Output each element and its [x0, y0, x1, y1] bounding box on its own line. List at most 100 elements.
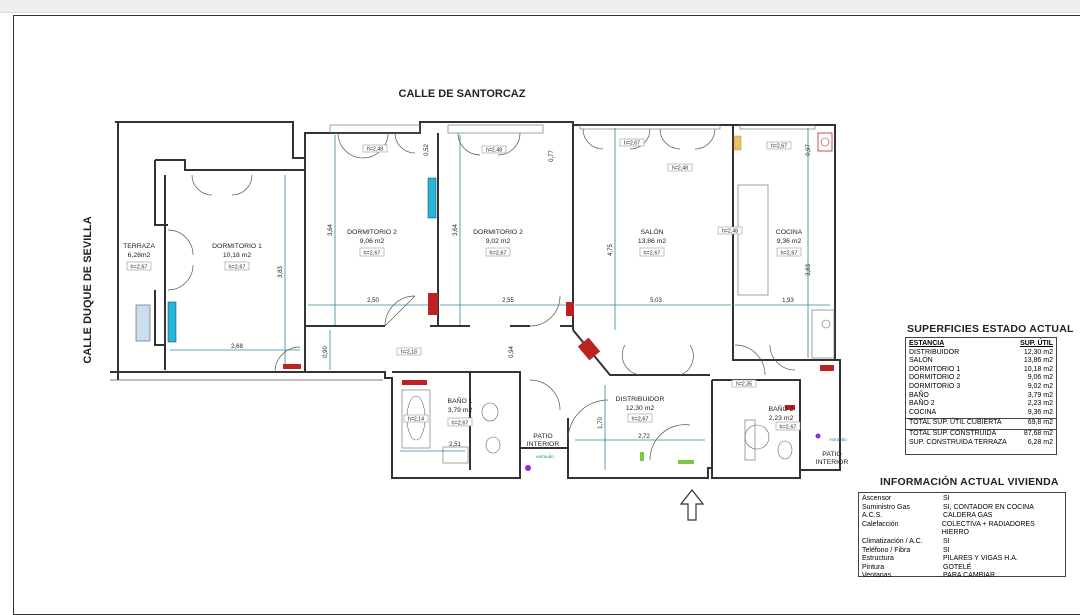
dim-label: 0,97 [806, 144, 812, 156]
top-browser-strip [0, 0, 1080, 13]
row-value: 13,86 m2 [1023, 357, 1053, 365]
row-value: 69,8 m2 [1027, 419, 1053, 427]
dim-label: 0,52 [424, 144, 430, 156]
dim-label: 3,83 [806, 264, 812, 276]
dim-label: 4,75 [608, 244, 614, 256]
row-value: SI [943, 546, 950, 554]
dim-label: 0,90 [323, 346, 329, 358]
table-row: Ascensor SI [862, 495, 1062, 504]
room-distribuidor-height: h=2,67 [632, 417, 649, 423]
room-bano2-name: BAÑO 2 [769, 404, 794, 413]
row-value: 87,68 m2 [1023, 429, 1053, 437]
height-tag: h=2,48 [367, 147, 383, 153]
superficies-title: SUPERFICIES ESTADO ACTUAL [907, 323, 1074, 335]
col-estancia: ESTANCIA [909, 340, 945, 347]
room-dormitorio2a-name: DORMITORIO 2 [347, 229, 397, 236]
dim-label: 3,64 [328, 224, 334, 236]
row-key: COCINA [909, 408, 937, 416]
room-terraza-name: TERRAZA [123, 243, 155, 250]
height-tag: h=2,48 [722, 229, 738, 235]
row-value: 3,79 m2 [1027, 391, 1053, 399]
row-key: Teléfono / Fibra [862, 546, 911, 554]
row-value: SI, CONTADOR EN COCINA [943, 503, 1034, 511]
dim-label: 3,64 [453, 224, 459, 236]
height-tag: h=2,18 [401, 350, 417, 356]
row-key: SUP. CONSTRUIDA TERRAZA [909, 438, 1007, 446]
patio-right-line1: PATIO [822, 451, 841, 458]
row-key: TOTAL SUP. ÚTIL CUBIERTA [909, 419, 1002, 427]
row-key: Ascensor [862, 495, 892, 502]
height-tag: h=2,48 [672, 166, 688, 172]
row-key: DORMITORIO 2 [909, 374, 961, 382]
street-left-label: CALLE DUQUE DE SEVILLA [82, 216, 94, 363]
room-terraza-height: h=2,67 [131, 265, 148, 271]
row-value: 12,30 m2 [1023, 348, 1053, 356]
room-distribuidor-name: DISTRIBUIDOR [616, 396, 665, 403]
extr-note-left: extraudo [536, 454, 554, 459]
row-key: Ventanas [862, 572, 892, 580]
row-key: Suministro Gas [862, 503, 910, 511]
room-bano2-area: 2,23 m2 [769, 415, 794, 422]
row-key: Calefacción [862, 520, 899, 528]
room-bano1-height: h=2,67 [452, 421, 469, 427]
patio-left-line1: PATIO [533, 433, 552, 440]
row-key: DISTRIBUIDOR [909, 348, 960, 356]
room-bano1-name: BAÑO 1 [448, 396, 473, 405]
fixtures [401, 132, 835, 471]
informacion-title: INFORMACIÓN ACTUAL VIVIENDA [880, 476, 1059, 488]
row-key: TOTAL SUP. CONSTRUIDA [909, 429, 997, 437]
radiators [283, 293, 834, 410]
entrance-arrow-icon [679, 489, 705, 521]
table-row: Calefacción COLECTIVA + RADIADORES HIERRO [862, 521, 1062, 538]
row-value: PILARES Y VIGAS H.A. [943, 555, 1018, 563]
room-cocina-name: COCINA [776, 229, 803, 236]
table-row: A.C.S.CALDERA GAS [862, 512, 1062, 521]
room-dormitorio2b-area: 9,02 m2 [486, 238, 511, 245]
ac-units [135, 177, 437, 343]
room-distribuidor-area: 12,30 m2 [626, 405, 655, 412]
room-dormitorio2b-height: h=2,67 [490, 251, 507, 257]
room-terraza-area: 6,28m2 [128, 252, 151, 259]
divider [906, 418, 1056, 420]
row-value: COLECTIVA + RADIADORES HIERRO [941, 520, 1035, 537]
table-row: Ventanas PARA CAMBIAR [862, 572, 1062, 581]
row-key: DORMITORIO 1 [909, 365, 961, 373]
height-tag: h=2,35 [736, 382, 752, 388]
row-value: PARA CAMBIAR [943, 572, 995, 580]
patio-left-line2: INTERIOR [527, 441, 560, 448]
room-cocina-height: h=2,67 [781, 251, 798, 257]
table-row: Climatización / A.C. SI [862, 538, 1062, 547]
room-dormitorio2a-height: h=2,67 [364, 251, 381, 257]
table-row: DISTRIBUIDOR 12,30 m2 [909, 349, 1053, 358]
room-dormitorio2b-name: DORMITORIO 2 [473, 229, 523, 236]
dim-label: 1,93 [782, 298, 794, 304]
total-row: TOTAL SUP. ÚTIL CUBIERTA 69,8 m2 [909, 419, 1053, 428]
row-key: SALÓN [909, 357, 933, 365]
dim-label: 2,72 [638, 434, 650, 440]
dimension-lines [170, 128, 830, 470]
row-key: BAÑO [909, 391, 929, 399]
row-key: Pintura [862, 563, 885, 571]
superficies-header: ESTANCIA SUP. ÚTIL [909, 340, 1053, 349]
extr-note-right: extraudo [829, 437, 847, 442]
dim-label: 0,77 [549, 150, 555, 162]
street-top-label: CALLE DE SANTORCAZ [399, 88, 526, 100]
row-value: SI [943, 495, 950, 502]
row-key: Climatización / A.C. [862, 537, 923, 545]
row-value: SI [943, 537, 950, 545]
dim-label: 0,94 [509, 346, 515, 358]
row-key: A.C.S. [862, 512, 883, 520]
dim-label: 2,55 [502, 298, 514, 304]
height-tag: h=2,48 [486, 148, 502, 154]
exterior-walls [110, 121, 841, 479]
height-tag: h=2,67 [771, 144, 787, 150]
dim-label: 5,03 [650, 298, 662, 304]
